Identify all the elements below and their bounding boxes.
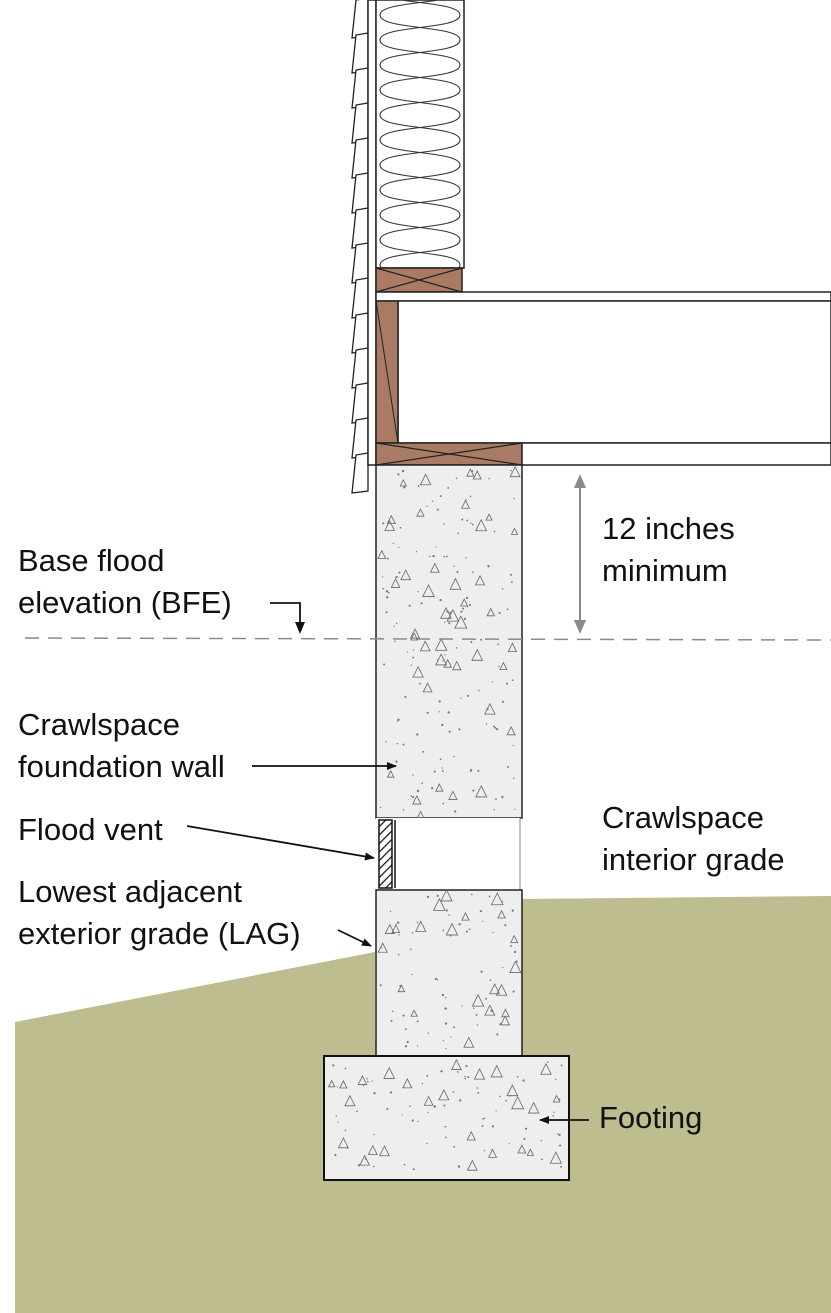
interior-grade-label-line2: interior grade (602, 842, 785, 877)
clearance-label-line2: minimum (602, 553, 728, 588)
interior-grade-label-line1: Crawlspace (602, 800, 764, 835)
flood-vent-opening (376, 818, 520, 890)
floor-underside (521, 442, 831, 466)
foundation-wall-lower (375, 889, 523, 1057)
bfe-label: Base flood elevation (BFE) (18, 540, 232, 624)
flood-vent (378, 819, 393, 889)
foundation-wall-upper (375, 464, 523, 819)
foundation-wall-label-line2: foundation wall (18, 749, 225, 784)
interior-grade-label: Crawlspace interior grade (602, 797, 785, 881)
bfe-label-line1: Base flood (18, 543, 165, 578)
flood-vent-label: Flood vent (18, 812, 163, 847)
insulation-batt (379, 0, 461, 268)
lag-label-line2: exterior grade (LAG) (18, 916, 301, 951)
wall-sheathing (367, 0, 377, 466)
lag-label-line1: Lowest adjacent (18, 874, 243, 909)
lag-label: Lowest adjacent exterior grade (LAG) (18, 871, 301, 955)
subfloor (375, 291, 831, 302)
lag-leader (337, 929, 372, 947)
clearance-dimension-arrow (574, 474, 586, 634)
floor-joist (397, 300, 831, 444)
exterior-ground (15, 952, 375, 1313)
footing-label: Footing (599, 1100, 703, 1135)
bfe-line (24, 637, 831, 641)
wall-insulation (375, 0, 465, 269)
clearance-label-line1: 12 inches (602, 511, 735, 546)
foundation-wall-label: Crawlspace foundation wall (18, 704, 225, 788)
foundation-wall-label-line1: Crawlspace (18, 707, 180, 742)
vent-leader (186, 825, 375, 861)
siding (351, 0, 369, 494)
concrete-aggregate (327, 465, 563, 1171)
interior-ground (520, 896, 831, 1313)
bfe-label-line2: elevation (BFE) (18, 585, 232, 620)
clearance-label: 12 inches minimum (602, 508, 735, 592)
footing-block (323, 1055, 570, 1181)
bfe-leader (270, 602, 305, 634)
